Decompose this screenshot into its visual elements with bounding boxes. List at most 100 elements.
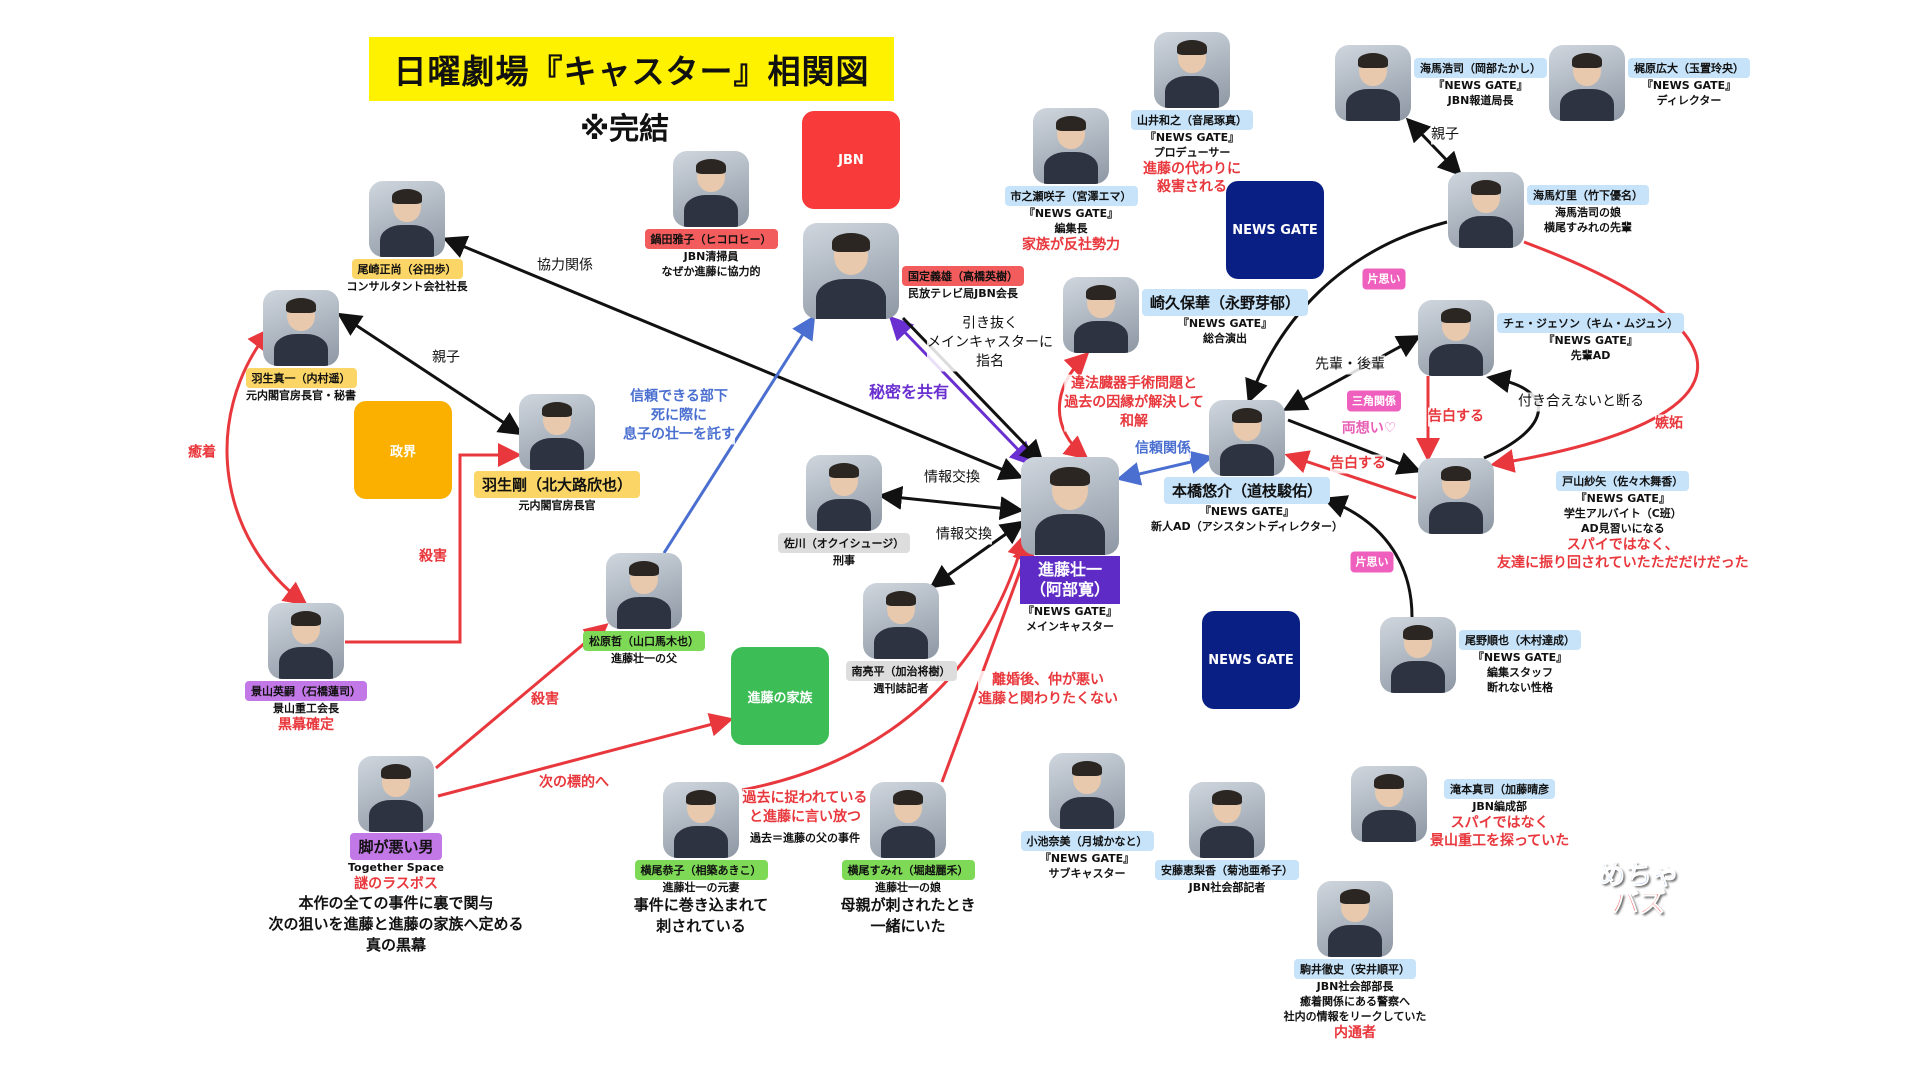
edge-label-line: 指名 xyxy=(976,353,1004,370)
person-name-tag: 本橋悠介（道枝駿佑） xyxy=(1163,477,1330,504)
person-description: 景山重工会長 xyxy=(273,702,339,715)
person-photo xyxy=(863,583,939,659)
person-label: 横尾すみれ（堀越麗禾）進藤壮一の娘母親が刺されたとき一緒にいた xyxy=(708,859,1108,937)
person-label: 羽生真一（内村遥）元内閣官房長官・秘書 xyxy=(101,367,501,403)
person-photo xyxy=(1021,457,1119,555)
edge-label-line: と進藤に言い放つ xyxy=(748,809,861,825)
person-description: 母親が刺されたとき xyxy=(840,896,976,914)
person-label: 本橋悠介（道枝駿佑）『NEWS GATE』新人AD（アシスタントディレクター） xyxy=(1047,477,1447,534)
person-description: 社内の情報をリークしていた xyxy=(1283,1010,1427,1023)
person-label: 鍋田雅子（ヒコロヒー）JBN清掃員なぜか進藤に協力的 xyxy=(511,228,911,279)
edge-label: 情報交換 xyxy=(924,468,980,488)
person-label: 崎久保華（永野芽郁）『NEWS GATE』総合演出 xyxy=(1142,289,1309,346)
completed-note: ※完結 xyxy=(580,112,670,147)
edge-label-line: 親子 xyxy=(1431,126,1459,143)
person-description: メインキャスター xyxy=(1026,620,1114,633)
person-description: 真の黒幕 xyxy=(365,936,426,954)
person-actor: （阿部寛） xyxy=(1029,580,1110,599)
edge-label-line: 引き抜く xyxy=(962,315,1018,332)
edge-label-line: 嫉妬 xyxy=(1655,415,1683,432)
person-photo xyxy=(263,290,339,366)
person-photo xyxy=(663,782,739,858)
edge-label: 癒着 xyxy=(188,443,216,463)
person-description: 『NEWS GATE』 xyxy=(1144,131,1240,144)
person-label: 尾野順也（木村達成）『NEWS GATE』編集スタッフ断れない性格 xyxy=(1459,629,1581,695)
edge-man-kill-matsubara xyxy=(435,623,609,770)
edge-label: 親子 xyxy=(432,348,460,368)
person-description: 進藤壮一の父 xyxy=(611,652,677,665)
person-note: スパイではなく、 xyxy=(1566,537,1679,553)
group-news-gate: NEWS GATE xyxy=(1226,181,1324,279)
edge-label: 離婚後、仲が悪い進藤と関わりたくない xyxy=(978,671,1118,709)
person-description: 先輩AD xyxy=(1570,349,1611,362)
person-description: 『NEWS GATE』 xyxy=(1575,492,1670,505)
person-description: 民放テレビ局JBN会長 xyxy=(908,287,1018,300)
edge-sakikubo-shindo xyxy=(1057,351,1090,460)
edge-label-line: 過去＝進藤の父の事件 xyxy=(750,831,860,845)
person-name-tag: 市之瀬咲子（宮澤エマ） xyxy=(1004,186,1138,206)
person-description: 『NEWS GATE』 xyxy=(1177,317,1273,330)
edge-kyoko-shindo xyxy=(741,532,1031,792)
person-name-tag: 佐川（オクイシュージ） xyxy=(777,533,911,553)
person-description: 次の狙いを進藤と進藤の家族へ定める xyxy=(268,915,524,933)
person-photo xyxy=(1189,782,1265,858)
person-name-tag: 崎久保華（永野芽郁） xyxy=(1142,289,1309,316)
edge-label-line: 情報交換 xyxy=(936,526,992,543)
person-photo xyxy=(1154,32,1230,108)
edge-label-line: 両想い♡ xyxy=(1341,420,1397,437)
edge-label: 引き抜くメインキャスターに指名 xyxy=(927,314,1053,372)
edge-jealousy xyxy=(1490,240,1700,473)
edge-label: 過去に捉われていると進藤に言い放つ xyxy=(742,789,868,827)
edge-label-line: 協力関係 xyxy=(537,257,593,274)
edge-label: 両想い♡ xyxy=(1341,419,1397,439)
edge-hanyu-parent-child xyxy=(336,312,524,436)
person-description: 事件に巻き込まれて xyxy=(633,896,769,914)
edge-label-line: 信頼関係 xyxy=(1135,440,1191,457)
person-description: 『NEWS GATE』 xyxy=(1641,79,1737,92)
person-label: 尾崎正尚（谷田歩）コンサルタント会社社長 xyxy=(207,258,607,294)
person-note: 黒幕確定 xyxy=(278,717,334,733)
edge-matsubara-kunisada xyxy=(662,314,816,554)
person-description: サブキャスター xyxy=(1048,867,1126,880)
person-note: 家族が反社勢力 xyxy=(1022,237,1120,253)
group-politics: 政界 xyxy=(354,401,452,499)
person-description: 元内閣官房長官 xyxy=(518,499,596,512)
person-description: 『NEWS GATE』 xyxy=(1199,505,1295,518)
edge-recruit xyxy=(901,316,1045,465)
edge-label-line: 違法臓器手術問題と xyxy=(1071,375,1197,392)
person-photo xyxy=(1049,753,1125,829)
person-description: 編集スタッフ xyxy=(1487,666,1553,679)
edge-label: 親子 xyxy=(1431,125,1459,145)
person-photo xyxy=(1063,277,1139,353)
person-photo xyxy=(369,181,445,257)
person-description: 新人AD（アシスタントディレクター） xyxy=(1151,520,1343,533)
person-note: 内通者 xyxy=(1334,1025,1376,1041)
person-name-tag: 横尾すみれ（堀越麗禾） xyxy=(841,860,975,880)
person-description: AD見習いになる xyxy=(1580,522,1665,535)
group-news-gate-2: NEWS GATE xyxy=(1202,611,1300,709)
edge-label-line: 片思い xyxy=(1367,272,1401,286)
edge-label: 片思い xyxy=(1350,551,1394,573)
edge-label-line: 情報交換 xyxy=(924,469,980,486)
person-name-tag: 松原哲（山口馬木也） xyxy=(583,631,705,651)
person-name-tag: 鍋田雅子（ヒコロヒー） xyxy=(644,229,778,249)
edge-label-line: 次の標的へ xyxy=(539,774,609,791)
person-label: 南亮平（加治将樹）週刊誌記者 xyxy=(701,660,1101,696)
person-description: JBN清掃員 xyxy=(683,250,739,263)
person-note: 殺害される xyxy=(1157,179,1227,195)
edge-label: 違法臓器手術問題と過去の因縁が解決して和解 xyxy=(1064,374,1204,432)
person-name-tag: 戸山紗矢（佐々木舞香） xyxy=(1556,471,1690,491)
person-description: 『NEWS GATE』 xyxy=(1433,79,1528,92)
person-name-tag: 羽生剛（北大路欣也） xyxy=(473,471,640,498)
edge-label: 協力関係 xyxy=(537,256,593,276)
edge-label-line: 進藤と関わりたくない xyxy=(978,691,1118,707)
edge-label: 過去＝進藤の父の事件 xyxy=(750,828,860,848)
person-name-tag: 海馬浩司（岡部たかし） xyxy=(1414,58,1547,78)
edge-toyama-refuse xyxy=(1483,369,1540,460)
person-photo xyxy=(673,151,749,227)
person-note: スパイではなく xyxy=(1450,815,1549,831)
edge-label-line: 先輩・後輩 xyxy=(1315,356,1385,373)
person-description: 『NEWS GATE』 xyxy=(1472,651,1568,664)
